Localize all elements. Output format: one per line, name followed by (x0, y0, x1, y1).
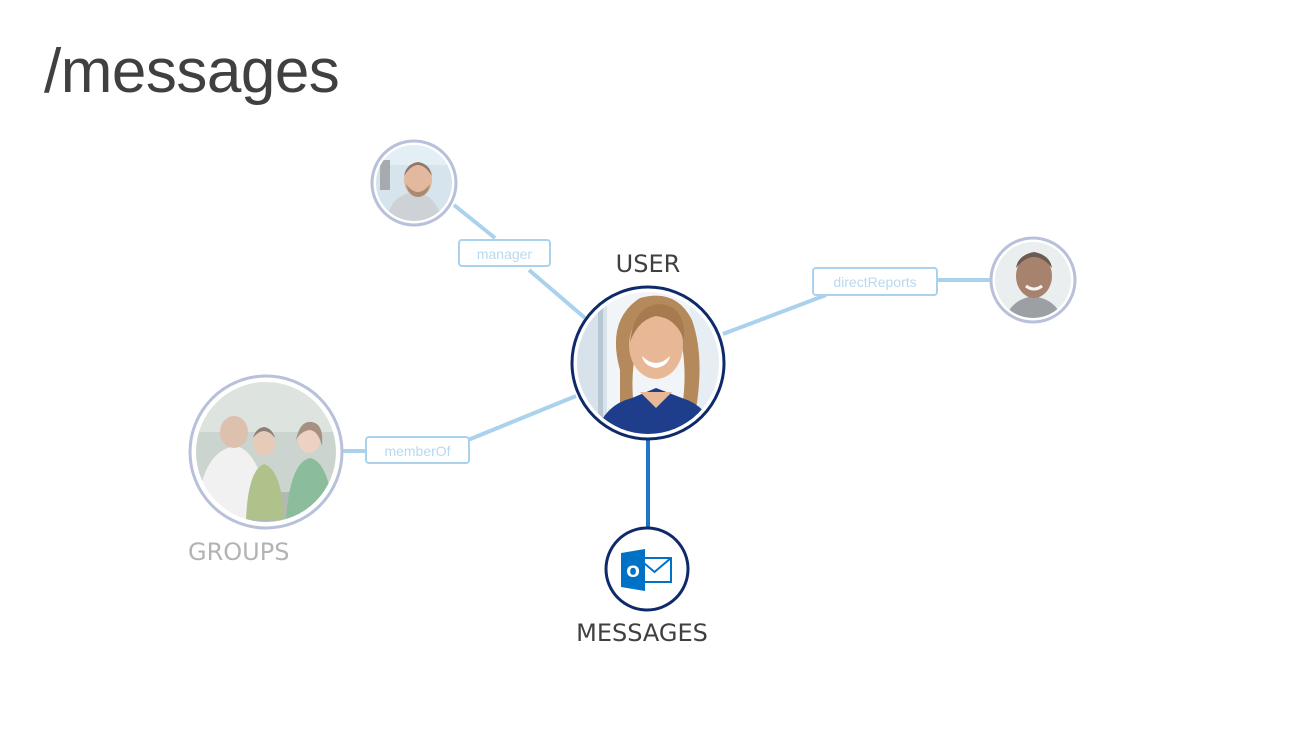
edge-user-manager (452, 203, 587, 320)
svg-text:O: O (626, 562, 640, 581)
user-label: USER (616, 250, 681, 278)
direct-reports-node[interactable] (989, 236, 1077, 324)
svg-text:memberOf: memberOf (384, 443, 450, 459)
user-node[interactable] (570, 285, 726, 441)
direct-report-photo (995, 242, 1071, 318)
manager-node[interactable] (370, 139, 458, 227)
messages-node[interactable]: O (604, 526, 690, 612)
manager-photo (376, 145, 452, 221)
page-title: /messages (44, 37, 340, 106)
outlook-icon: O (621, 549, 672, 591)
edge-user-groups (340, 394, 577, 453)
groups-label: GROUPS (188, 538, 289, 566)
edge-user-direct-reports (722, 278, 994, 336)
svg-text:manager: manager (477, 246, 533, 262)
edge-label-manager: manager (458, 239, 551, 267)
edge-label-direct-reports: directReports (812, 267, 938, 296)
groups-node[interactable] (188, 374, 344, 530)
messages-label: MESSAGES (576, 619, 708, 647)
edge-label-member-of: memberOf (365, 436, 470, 464)
user-photo (577, 292, 719, 434)
groups-photo (196, 382, 336, 522)
svg-text:directReports: directReports (833, 274, 916, 290)
